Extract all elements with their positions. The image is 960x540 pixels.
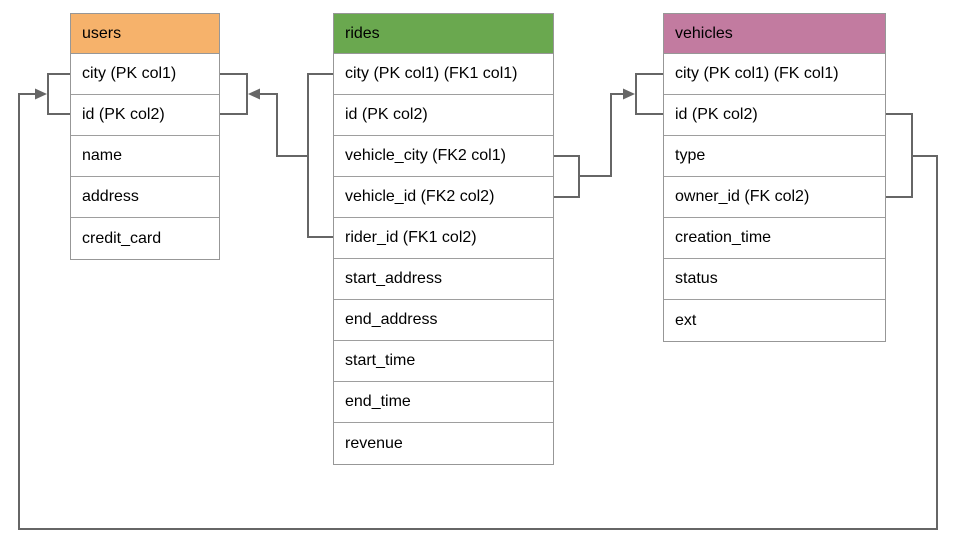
column-row-vehicles: ext xyxy=(675,311,697,329)
table-title-users: users xyxy=(71,14,219,54)
table-title-rides: rides xyxy=(334,14,553,54)
column-row-users: name xyxy=(71,136,219,177)
column-row-users: city (PK col1) xyxy=(71,54,219,95)
column-row-users: credit_card xyxy=(82,229,162,247)
column-row-rides: rider_id (FK1 col2) xyxy=(334,218,553,259)
relationship-vehicles-to-users xyxy=(18,73,938,530)
column-row-vehicles: owner_id (FK col2) xyxy=(664,177,885,218)
column-row-rides: id (PK col2) xyxy=(334,95,553,136)
relationship-rides-to-users xyxy=(220,73,333,238)
column-row-vehicles: status xyxy=(664,259,885,300)
column-row-rides: end_address xyxy=(334,300,553,341)
column-row-rides: start_time xyxy=(334,341,553,382)
column-row-vehicles: creation_time xyxy=(664,218,885,259)
column-row-rides: vehicle_city (FK2 col1) xyxy=(334,136,553,177)
column-row-rides: end_time xyxy=(334,382,553,423)
table-title-vehicles: vehicles xyxy=(664,14,885,54)
arrowhead-right-icon xyxy=(623,88,635,100)
column-row-rides: city (PK col1) (FK1 col1) xyxy=(334,54,553,95)
column-row-vehicles: type xyxy=(664,136,885,177)
arrowhead-right-icon xyxy=(35,88,47,100)
column-row-rides: revenue xyxy=(345,434,403,452)
column-row-rides: start_address xyxy=(334,259,553,300)
column-row-users: address xyxy=(71,177,219,218)
column-row-rides: vehicle_id (FK2 col2) xyxy=(334,177,553,218)
arrowhead-left-icon xyxy=(248,88,260,100)
relationship-rides-to-vehicles xyxy=(554,73,663,198)
column-row-users: id (PK col2) xyxy=(71,95,219,136)
column-row-vehicles: city (PK col1) (FK col1) xyxy=(664,54,885,95)
column-row-vehicles: id (PK col2) xyxy=(664,95,885,136)
